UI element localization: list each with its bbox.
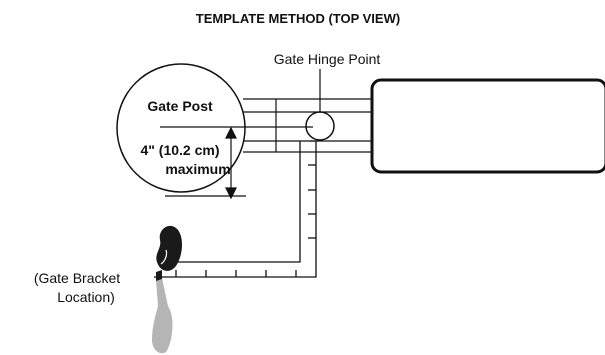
gate-post-label: Gate Post <box>147 98 213 114</box>
bracket-location-label-line2: Location) <box>57 289 115 305</box>
measurement-label-line2: maximum <box>165 161 230 177</box>
bracket-location-label-line1: (Gate Bracket <box>34 270 120 286</box>
gate-post-circle <box>116 63 246 193</box>
template-ruler <box>154 140 317 278</box>
hinge-point-circle <box>305 111 335 141</box>
measurement-dimension <box>165 126 246 200</box>
bracket-location-mark-icon <box>156 225 182 271</box>
hinge-point-label: Gate Hinge Point <box>274 51 381 67</box>
diagram-title: TEMPLATE METHOD (TOP VIEW) <box>196 11 400 26</box>
measurement-label-line1: 4" (10.2 cm) <box>140 142 219 158</box>
gate-rectangle <box>370 78 605 174</box>
hinge-bracket <box>160 98 372 153</box>
pencil-icon <box>152 270 173 354</box>
